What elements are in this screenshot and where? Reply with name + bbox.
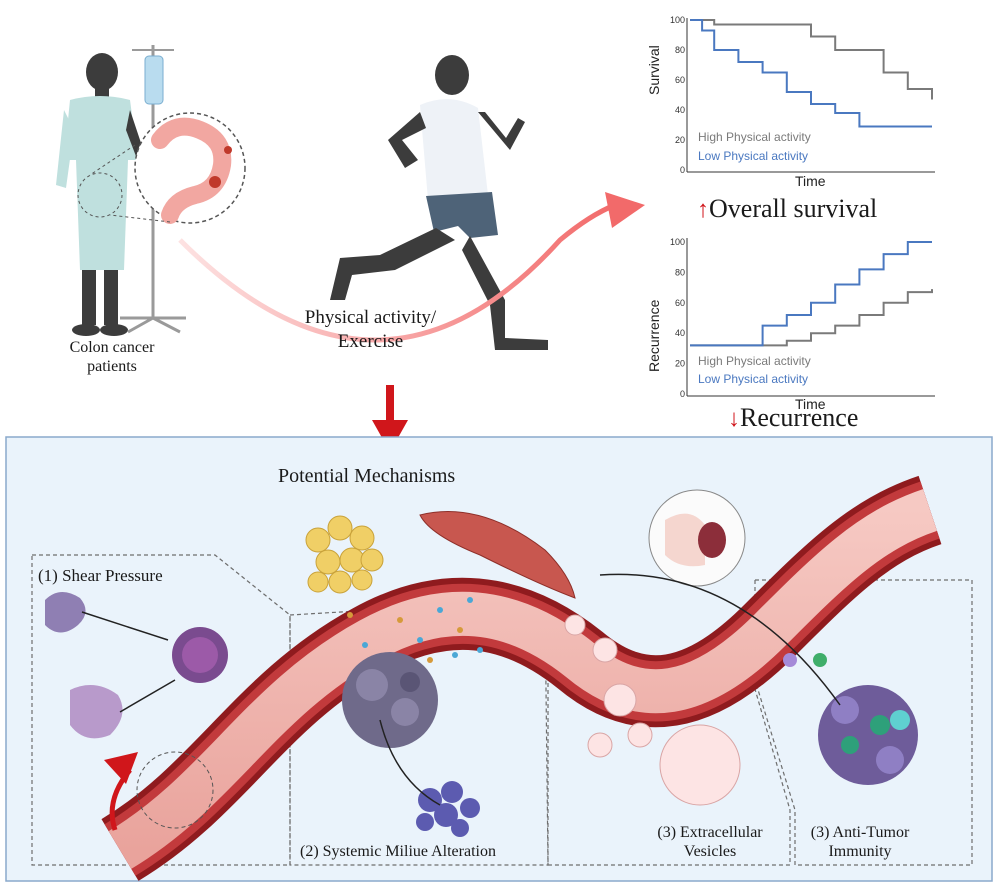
survival-legend-low: Low Physical activity — [698, 149, 809, 163]
series-line-high — [690, 19, 933, 100]
blood-vessel — [100, 475, 943, 881]
anti-tumor-immunity-label: (3) Anti-Tumor Immunity — [810, 824, 910, 860]
extracellular-vesicles-label: (3) Extracellular Vesicles — [657, 824, 763, 860]
exercise-label: Physical activity/ Exercise — [304, 307, 437, 352]
up-arrow-icon: ↑ — [697, 197, 709, 223]
systemic-milieu-label: (2) Systemic Miliue Alteration — [300, 843, 496, 860]
muscle-icon — [419, 511, 576, 599]
overall-survival-text: Overall survival — [709, 194, 878, 223]
recurrence-legend-high: High Physical activity — [698, 354, 811, 368]
recurrence-label: ↓Recurrence — [728, 403, 858, 433]
ytick-label: 80 — [675, 267, 685, 277]
extracellular-vesicles-icon — [564, 614, 741, 806]
ytick-label: 20 — [675, 359, 685, 369]
ytick-label: 0 — [680, 165, 685, 175]
recurrence-legend-low: Low Physical activity — [698, 372, 809, 386]
series-line-low — [690, 19, 932, 128]
patients-label: Colon cancer patients — [52, 338, 172, 376]
series-line-high — [690, 289, 933, 347]
immune-arrow — [599, 573, 841, 706]
colon-zoom-circle — [77, 112, 246, 224]
patient-figure — [56, 53, 150, 336]
mechanisms-panel — [5, 436, 993, 882]
survival-xlabel: Time — [795, 173, 826, 189]
survival-ylabel: Survival — [646, 45, 662, 95]
series-line-low — [690, 241, 932, 347]
survival-legend-high: High Physical activity — [698, 130, 811, 144]
ytick-label: 20 — [675, 135, 685, 145]
survival-chart: 0 20 40 60 80 100 — [670, 15, 935, 175]
potential-mechanisms-title: Potential Mechanisms — [278, 465, 456, 487]
overall-survival-label: ↑Overall survival — [697, 194, 877, 224]
recurrence-xlabel: Time — [795, 396, 826, 412]
recurrence-text: Recurrence — [740, 403, 859, 432]
exercise-arrow — [178, 192, 645, 343]
ytick-label: 40 — [675, 105, 685, 115]
runner-figure — [330, 55, 548, 350]
organ-circle-icon — [648, 489, 746, 587]
systemic-factor-dots — [347, 597, 483, 663]
ytick-label: 100 — [670, 237, 685, 247]
patients-label-line: Colon cancer patients — [69, 339, 155, 375]
ytick-label: 60 — [675, 75, 685, 85]
ytick-label: 80 — [675, 45, 685, 55]
adipose-cluster-icon — [305, 515, 384, 594]
recurrence-ylabel: Recurrence — [646, 299, 662, 372]
shear-arrow-head — [104, 752, 138, 784]
recurrence-chart: 0 20 40 60 80 100 — [670, 237, 935, 399]
shear-cells-icon — [45, 591, 228, 829]
ytick-label: 60 — [675, 298, 685, 308]
down-arrow-icon: ↓ — [728, 406, 740, 432]
ytick-label: 40 — [675, 328, 685, 338]
down-arrow — [372, 385, 408, 452]
metastasis-arrow — [379, 719, 441, 806]
ytick-label: 100 — [670, 15, 685, 25]
shear-pressure-label: (1) Shear Pressure — [38, 566, 163, 585]
ytick-label: 0 — [680, 389, 685, 399]
tumor-mass-icon — [342, 652, 438, 748]
